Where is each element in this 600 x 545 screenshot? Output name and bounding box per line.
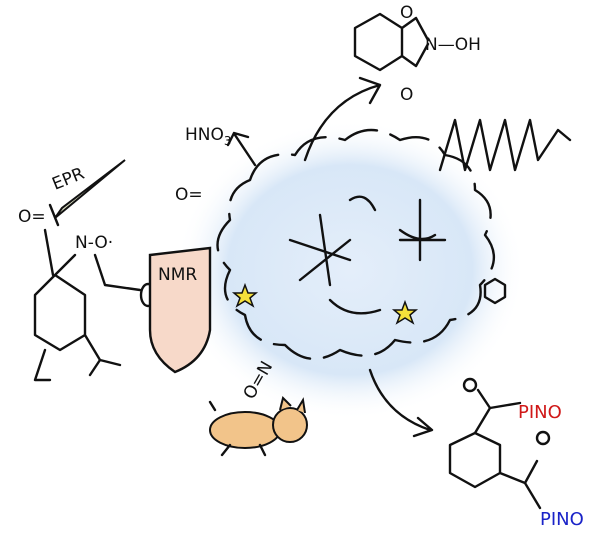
hno3-label: HNO3 (185, 125, 232, 148)
nhpi-bottom-o: O (400, 85, 413, 105)
product-molecule: PINO PINO (448, 377, 584, 530)
nhpi-n-oh: N—OH (425, 35, 481, 55)
epr-label: EPR (49, 164, 87, 195)
star-icon (231, 282, 259, 308)
product-o1 (462, 377, 478, 393)
arrow-to-product (368, 368, 434, 438)
pino-n-o: N-O· (75, 233, 113, 253)
star-icon (391, 299, 419, 325)
nhpi-molecule: O N—OH O (353, 3, 481, 105)
free-oxygen: O= (175, 185, 203, 205)
reaction-cloud (175, 120, 525, 420)
heat-wave-icon (438, 118, 572, 172)
pino-molecule-left: O= N-O· (18, 207, 157, 382)
cat-icon (208, 396, 308, 457)
nmr-shield: NMR (148, 246, 212, 374)
arrow-to-nhpi (303, 76, 382, 162)
nmr-label: NMR (158, 265, 197, 285)
epr-sword: EPR (48, 159, 126, 227)
pino-red-label: PINO (518, 402, 562, 423)
pino-blue-label: PINO (540, 509, 584, 530)
product-o2 (535, 430, 551, 446)
phenyl-ring (483, 277, 507, 305)
nhpi-top-o: O (400, 3, 413, 23)
arrow-to-hno3 (226, 131, 257, 167)
left-o-double: O= (18, 207, 46, 227)
